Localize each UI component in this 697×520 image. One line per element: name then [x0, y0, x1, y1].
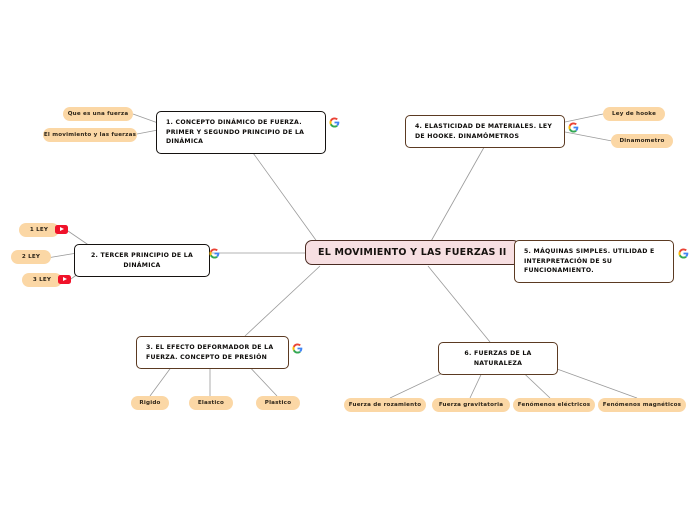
google-icon[interactable]: [209, 248, 220, 259]
leaf-pill-label: Ley de hooke: [611, 111, 657, 117]
leaf-pill-label: Rigido: [139, 400, 161, 406]
leaf-pill-topic6-1[interactable]: Fuerza gravitatoria: [432, 398, 510, 412]
leaf-pill-label: Dinamometro: [619, 138, 665, 144]
edge-root-topic4: [429, 141, 488, 244]
youtube-icon[interactable]: [58, 275, 71, 284]
google-icon[interactable]: [568, 122, 579, 133]
leaf-pill-label: 3 LEY: [32, 277, 52, 283]
edge-topic2-child1: [46, 252, 78, 259]
leaf-pill-label: Que es una fuerza: [67, 111, 129, 117]
topic-node-3-label: 3. EL EFECTO DEFORMADOR DE LA FUERZA. CO…: [146, 344, 274, 361]
leaf-pill-topic4-0[interactable]: Ley de hooke: [603, 107, 665, 121]
edge-root-topic6: [427, 265, 491, 343]
google-icon[interactable]: [292, 343, 303, 354]
leaf-pill-label: Plastico: [264, 400, 292, 406]
leaf-pill-topic3-2[interactable]: Plastico: [256, 396, 300, 410]
leaf-pill-label: Fenómenos eléctricos: [517, 402, 591, 408]
leaf-pill-topic6-0[interactable]: Fuerza de rozamiento: [344, 398, 426, 412]
leaf-pill-topic1-0[interactable]: Que es una fuerza: [63, 107, 133, 121]
root-node[interactable]: EL MOVIMIENTO Y LAS FUERZAS II: [305, 240, 520, 265]
leaf-pill-topic2-2[interactable]: 3 LEY: [22, 273, 62, 287]
edge-topic2-child0: [67, 230, 91, 247]
topic-node-1-label: 1. CONCEPTO DINÁMICO DE FUERZA. PRIMER Y…: [166, 119, 305, 146]
edge-topic4-child1: [564, 131, 613, 142]
edge-root-topic1: [242, 138, 319, 244]
leaf-pill-label: Fuerza gravitatoria: [438, 402, 504, 408]
edge-topic1-child1: [136, 129, 159, 135]
topic-node-2[interactable]: 2. TERCER PRINCIPIO DE LA DINÁMICA: [74, 244, 210, 278]
leaf-pill-label: 1 LEY: [29, 227, 49, 233]
topic-node-4[interactable]: 4. ELASTICIDAD DE MATERIALES. LEY DE HOO…: [405, 115, 565, 149]
edge-root-topic3: [244, 265, 321, 337]
leaf-pill-label: El movimiento y las fuerzas: [43, 132, 137, 138]
leaf-pill-label: Fenómenos magnéticos: [602, 402, 682, 408]
topic-node-2-label: 2. TERCER PRINCIPIO DE LA DINÁMICA: [90, 252, 194, 269]
leaf-pill-label: 2 LEY: [21, 254, 41, 260]
topic-node-1[interactable]: 1. CONCEPTO DINÁMICO DE FUERZA. PRIMER Y…: [156, 111, 326, 154]
topic-node-4-label: 4. ELASTICIDAD DE MATERIALES. LEY DE HOO…: [415, 123, 553, 140]
google-icon[interactable]: [329, 117, 340, 128]
leaf-pill-label: Elastico: [197, 400, 225, 406]
leaf-pill-label: Fuerza de rozamiento: [348, 402, 422, 408]
leaf-pill-topic2-1[interactable]: 2 LEY: [11, 250, 51, 264]
root-node-label: EL MOVIMIENTO Y LAS FUERZAS II: [318, 247, 507, 258]
google-icon[interactable]: [678, 248, 689, 259]
leaf-pill-topic4-1[interactable]: Dinamometro: [611, 134, 673, 148]
leaf-pill-topic3-1[interactable]: Elastico: [189, 396, 233, 410]
edge-topic1-child0: [132, 113, 159, 124]
leaf-pill-topic6-2[interactable]: Fenómenos eléctricos: [513, 398, 595, 412]
topic-node-3[interactable]: 3. EL EFECTO DEFORMADOR DE LA FUERZA. CO…: [136, 336, 289, 370]
leaf-pill-topic3-0[interactable]: Rigido: [131, 396, 169, 410]
topic-node-5[interactable]: 5. MÁQUINAS SIMPLES. UTILIDAD E INTERPRE…: [514, 240, 674, 283]
leaf-pill-topic2-0[interactable]: 1 LEY: [19, 223, 59, 237]
leaf-pill-topic1-1[interactable]: El movimiento y las fuerzas: [43, 128, 137, 142]
topic-node-5-label: 5. MÁQUINAS SIMPLES. UTILIDAD E INTERPRE…: [524, 248, 655, 275]
youtube-icon[interactable]: [55, 225, 68, 234]
topic-node-6[interactable]: 6. FUERZAS DE LA NATURALEZA: [438, 342, 558, 376]
topic-node-6-label: 6. FUERZAS DE LA NATURALEZA: [464, 350, 532, 367]
leaf-pill-topic6-3[interactable]: Fenómenos magnéticos: [598, 398, 686, 412]
edge-topic4-child0: [564, 113, 604, 123]
